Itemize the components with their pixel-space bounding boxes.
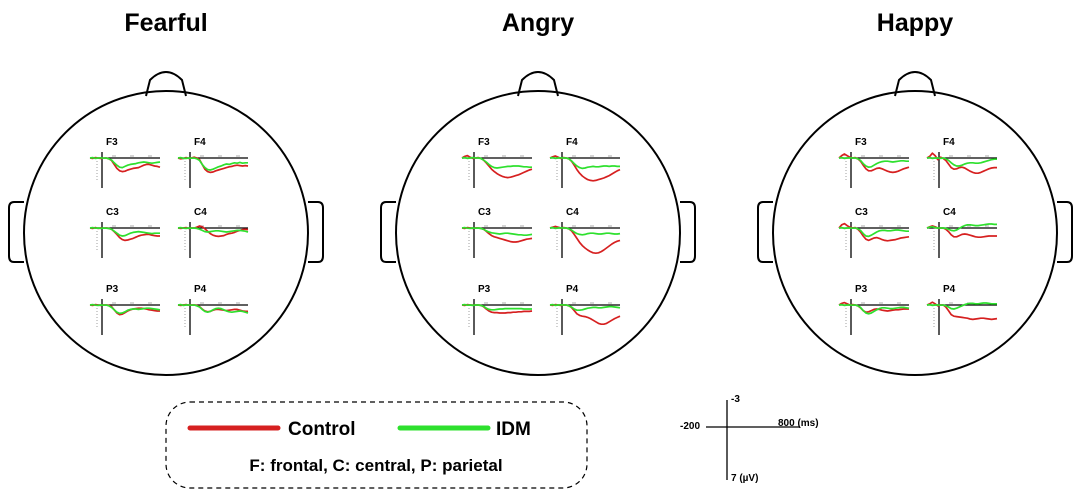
electrode-label: C4 — [194, 207, 207, 218]
head-title-happy: Happy — [877, 9, 954, 37]
erp-waveform-idm — [177, 156, 248, 171]
erp-waveform-idm — [89, 226, 160, 237]
erp-waveform-idm — [461, 226, 533, 237]
erp-panel-f3: F3 — [461, 137, 533, 188]
electrode-label: F4 — [194, 137, 206, 148]
right-ear-icon — [308, 201, 324, 263]
erp-waveform-idm — [89, 156, 161, 169]
erp-panel-p3: P3 — [461, 284, 533, 335]
erp-panel-c3: C3 — [89, 207, 160, 258]
erp-waveform-idm — [838, 156, 909, 169]
head-fearful: Fearful — [8, 9, 324, 376]
scale-right-label: 800 (ms) — [778, 418, 819, 429]
erp-waveform-idm — [926, 223, 997, 232]
scale-left-label: -200 — [680, 421, 700, 432]
erp-panel-c4: C4 — [549, 207, 621, 258]
erp-panel-c4: C4 — [177, 207, 249, 258]
head-happy: Happy — [757, 9, 1073, 376]
erp-panel-c4: C4 — [926, 207, 997, 258]
erp-panel-f4: F4 — [177, 137, 249, 188]
erp-waveform-idm — [549, 226, 621, 236]
head-outline — [772, 90, 1058, 376]
erp-panel-f3: F3 — [838, 137, 910, 188]
erp-waveform-idm — [926, 156, 997, 167]
electrode-label: F4 — [943, 137, 955, 148]
head-outline — [395, 90, 681, 376]
erp-panel-c3: C3 — [461, 207, 533, 258]
erp-waveform-control — [177, 156, 249, 174]
erp-waveform-idm — [89, 303, 161, 315]
electrode-label: F3 — [478, 137, 490, 148]
erp-waveform-idm — [926, 302, 997, 310]
erp-waveform-control — [838, 153, 910, 174]
erp-waveform-control — [89, 156, 161, 173]
erp-panel-f3: F3 — [89, 137, 161, 188]
electrode-label: P3 — [106, 284, 119, 295]
scale-top-label: -3 — [731, 394, 740, 405]
erp-panel-p4: P4 — [549, 284, 621, 335]
erp-panel-p4: P4 — [177, 284, 249, 335]
erp-waveform-control — [549, 225, 621, 255]
electrode-label: C3 — [106, 207, 119, 218]
erp-waveform-control — [89, 303, 160, 316]
erp-panel-c3: C3 — [838, 207, 910, 258]
nose-icon — [894, 71, 936, 97]
legend-idm-label: IDM — [496, 419, 531, 440]
electrode-label: C3 — [855, 207, 868, 218]
erp-panel-f4: F4 — [549, 137, 621, 188]
erp-panel-p3: P3 — [838, 284, 910, 335]
electrode-label: P3 — [855, 284, 868, 295]
electrode-label: F3 — [106, 137, 118, 148]
erp-waveform-idm — [549, 156, 620, 170]
head-outline — [23, 90, 309, 376]
electrode-label: P4 — [566, 284, 579, 295]
nose-icon — [145, 71, 187, 97]
scale-bar: -3 -200 800 (ms) 7 (µV) — [680, 394, 819, 484]
left-ear-icon — [757, 201, 773, 263]
legend: Control IDM F: frontal, C: central, P: p… — [165, 401, 588, 489]
left-ear-icon — [8, 201, 24, 263]
erp-panel-f4: F4 — [926, 137, 997, 188]
legend-box — [165, 401, 588, 489]
electrode-label: F3 — [855, 137, 867, 148]
right-ear-icon — [680, 201, 696, 263]
electrode-label: P4 — [943, 284, 956, 295]
erp-panel-p4: P4 — [926, 284, 998, 335]
head-title-angry: Angry — [502, 9, 574, 37]
erp-waveform-idm — [177, 226, 249, 233]
electrode-label: P3 — [478, 284, 491, 295]
erp-waveform-idm — [838, 303, 910, 315]
erp-waveform-idm — [549, 303, 621, 312]
electrode-label: C4 — [943, 207, 956, 218]
erp-waveform-idm — [177, 303, 249, 314]
electrode-label: C4 — [566, 207, 579, 218]
erp-waveform-control — [549, 303, 621, 326]
electrode-label: P4 — [194, 284, 207, 295]
legend-control-label: Control — [288, 419, 356, 440]
electrode-label: C3 — [478, 207, 491, 218]
scale-bottom-label: 7 (µV) — [731, 473, 758, 484]
nose-icon — [517, 71, 559, 97]
right-ear-icon — [1057, 201, 1073, 263]
head-title-fearful: Fearful — [124, 9, 207, 37]
erp-waveform-idm — [461, 156, 532, 169]
electrode-label: F4 — [566, 137, 578, 148]
erp-panel-p3: P3 — [89, 284, 161, 335]
legend-region-note: F: frontal, C: central, P: parietal — [249, 456, 502, 475]
head-angry: Angry — [380, 9, 696, 376]
erp-waveform-idm — [461, 303, 532, 311]
erp-waveform-idm — [838, 226, 909, 238]
left-ear-icon — [380, 201, 396, 263]
